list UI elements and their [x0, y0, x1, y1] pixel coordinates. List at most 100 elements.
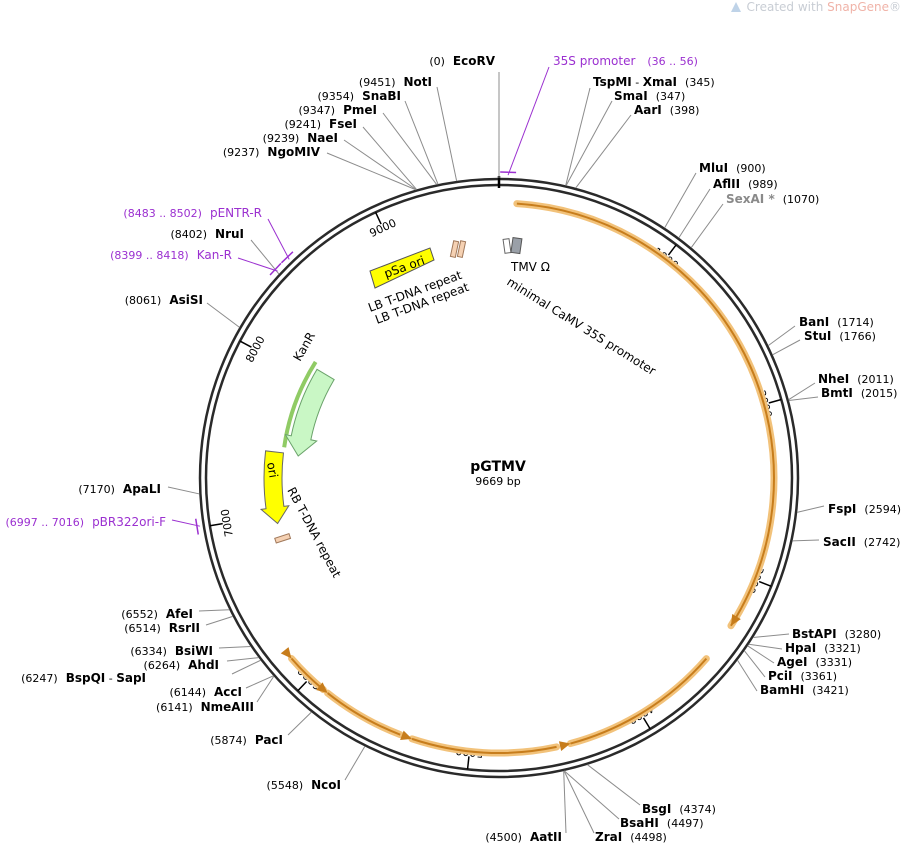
enzyme-label-mlui: MluI(900)	[699, 161, 766, 175]
camv-promoter-label: minimal CaMV 35S promoter	[504, 275, 658, 378]
enzyme-label-bani: BanI(1714)	[799, 315, 874, 329]
snapgene-watermark: Created with SnapGene®	[730, 0, 901, 14]
enzyme-label-fsei: (9241)FseI	[284, 117, 357, 131]
orf-arrowhead-1	[730, 614, 741, 626]
enzyme-label-zrai: ZraI(4498)	[595, 830, 667, 844]
primer-label-pbr322orif: (6997 .. 7016)pBR322ori-F	[6, 515, 167, 529]
enzyme-leader-stui	[772, 339, 801, 356]
orf-arrowhead-4	[316, 682, 328, 694]
tick-5000	[466, 756, 470, 770]
enzyme-label-rsrii: (6514)RsrII	[124, 621, 200, 635]
tick-label-9000: 9000	[368, 216, 399, 240]
enzyme-leader-bsiwi	[218, 645, 251, 649]
enzyme-leader-aatii	[563, 770, 567, 834]
enzyme-leader-apali	[167, 486, 200, 495]
enzyme-leader-bspqi	[231, 659, 261, 675]
enzyme-leader-aari	[575, 114, 632, 189]
enzyme-label-afei: (6552)AfeI	[121, 607, 193, 621]
primer-label-kanr: (8399 .. 8418)Kan-R	[110, 248, 232, 262]
enzyme-label-nhei: NheI(2011)	[818, 372, 894, 386]
enzyme-leader-bamhi	[736, 659, 758, 692]
lb-repeat-feature-1	[449, 240, 460, 259]
orf-arrowhead-3	[400, 730, 412, 740]
enzyme-leader-lines	[167, 66, 825, 834]
enzyme-leader-noti	[436, 86, 458, 182]
ori-label: ori	[264, 461, 280, 479]
enzyme-leader-paci	[287, 711, 312, 736]
tmv-omega-feature	[502, 238, 512, 254]
enzyme-label-nrui: (8402)NruI	[170, 227, 244, 241]
orf-arc-2	[566, 655, 710, 748]
enzyme-leader-pmei	[382, 112, 438, 185]
enzyme-label-fspi: FspI(2594)	[828, 502, 901, 516]
enzyme-leader-hpai	[748, 643, 783, 650]
enzyme-label-aatii: (4500)AatII	[485, 830, 562, 844]
enzyme-leader-fspi	[796, 505, 825, 513]
enzyme-leader-nrui	[250, 239, 280, 275]
orf-arc-4	[324, 689, 404, 739]
enzyme-leader-zrai	[563, 770, 595, 834]
enzyme-label-ahdi: (6264)AhdI	[144, 658, 219, 672]
enzyme-leader-sexai	[690, 203, 724, 248]
enzyme-label-ngomiv: (9237)NgoMIV	[223, 145, 321, 159]
orf-arrowhead-5	[280, 647, 292, 659]
enzyme-label-bspqi: (6247)BspQI - SapI	[21, 671, 146, 685]
enzyme-leader-snabi	[404, 100, 439, 185]
enzyme-leader-bsahi	[563, 770, 620, 820]
enzyme-leader-aflii	[678, 188, 711, 239]
enzyme-label-bstapi: BstAPI(3280)	[792, 627, 881, 641]
enzyme-label-bsgi: BsgI(4374)	[642, 802, 716, 816]
enzyme-label-sacii: SacII(2742)	[823, 535, 900, 549]
snapgene-logo-icon	[730, 2, 741, 12]
primer-leader-pbr322orif	[171, 519, 200, 527]
enzyme-leader-ncoi	[344, 746, 366, 781]
enzyme-label-paci: (5874)PacI	[210, 733, 283, 747]
primer-leader-kanr	[237, 257, 278, 272]
rb-repeat-feature	[274, 532, 292, 544]
enzyme-label-snabi: (9354)SnaBI	[318, 89, 401, 103]
orf-arc-main	[513, 200, 778, 630]
enzyme-label-tspmi: TspMI - XmaI(345)	[593, 75, 715, 89]
enzyme-label-naei: (9239)NaeI	[263, 131, 338, 145]
enzyme-label-pcii: PciI(3361)	[768, 669, 837, 683]
primer-label-35spromoter: 35S promoter(36 .. 56)	[553, 54, 698, 68]
tick-6000	[297, 680, 308, 692]
enzyme-leader-ngomiv	[326, 152, 417, 191]
enzyme-label-asisi: (8061)AsiSI	[125, 293, 203, 307]
tick-1000	[667, 244, 677, 256]
tick-7000	[209, 522, 223, 527]
orf-arc-3-core	[411, 737, 557, 754]
enzyme-label-apali: (7170)ApaLI	[78, 482, 161, 496]
tick-2000	[768, 398, 782, 404]
enzyme-label-bamhi: BamHI(3421)	[760, 683, 849, 697]
enzyme-leader-rsrii	[205, 615, 233, 626]
ori-feature	[259, 450, 290, 525]
psa-ori-feature	[369, 247, 435, 289]
enzyme-label-bmti: BmtI(2015)	[821, 386, 897, 400]
enzyme-leader-bani	[767, 325, 796, 347]
enzyme-leader-agei	[747, 645, 775, 664]
enzyme-leader-smai	[565, 100, 613, 186]
enzyme-leader-bmti	[788, 396, 819, 401]
tick-label-8000: 8000	[243, 334, 268, 365]
orf-arrowhead-2	[558, 741, 571, 752]
tick-label-7000: 7000	[218, 508, 235, 538]
enzyme-leader-fsei	[362, 126, 418, 190]
rb-repeat-label: RB T-DNA repeat	[284, 485, 344, 580]
enzyme-leader-pcii	[743, 650, 766, 678]
enzyme-label-agei: AgeI(3331)	[777, 655, 852, 669]
enzyme-leader-bstapi	[753, 633, 790, 639]
kanr-label: KanR	[290, 330, 318, 364]
lb-repeat-feature-2	[456, 240, 467, 259]
plasmid-size: 9669 bp	[475, 475, 520, 488]
primer-mark-pbr322orif	[194, 518, 200, 535]
enzyme-label-sexai: SexAI *(1070)	[726, 192, 819, 206]
primer-label-pentrr: (8483 .. 8502)pENTR-R	[123, 206, 262, 220]
enzyme-label-pmei: (9347)PmeI	[299, 103, 377, 117]
enzyme-leader-nhei	[788, 382, 816, 401]
enzyme-leader-bsgi	[587, 764, 641, 806]
primer-leader-35spromoter	[507, 66, 550, 176]
enzyme-leader-acci	[245, 675, 274, 689]
enzyme-label-stui: StuI(1766)	[804, 329, 876, 343]
